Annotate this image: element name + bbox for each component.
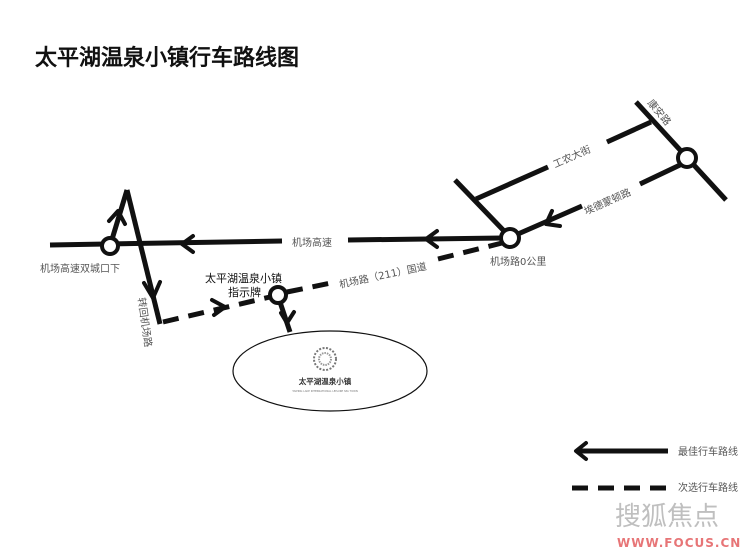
label-airport-exit: 机场高速双城口下 [40, 262, 120, 275]
arrow-right-icon [210, 298, 227, 317]
label-airport-road-0km: 机场路0公里 [490, 255, 546, 268]
node-airport-road-0km [499, 227, 521, 249]
label-airport-expressway: 机场高速 [292, 236, 332, 249]
resort-logo-icon [313, 347, 337, 371]
node-airport-exit [100, 236, 120, 256]
sign-node: 太平湖温泉小镇 指示牌 [205, 271, 296, 333]
legend-alt-route: 次选行车路线 [678, 481, 738, 494]
node-kangan-edmonton [676, 147, 698, 169]
airport-road-0km: 机场路0公里 [453, 178, 546, 268]
arrow-down-left-icon [544, 209, 562, 228]
watermark-brand: 搜狐焦点 [615, 502, 719, 532]
exit-loop: 机场高速双城口下 转回机场路 [40, 189, 163, 348]
arrow-down-icon [279, 310, 296, 325]
label-edmonton-road: 埃德蒙顿路 [582, 186, 633, 218]
watermark: 搜狐焦点 WWW.FOCUS.CN [615, 502, 741, 550]
airport-expressway: 机场高速 [49, 229, 503, 254]
label-return-airport-road: 转回机场路 [135, 297, 155, 348]
arrow-up-icon [107, 209, 127, 226]
destination-area [232, 330, 428, 412]
label-airport-road-211: 机场路（211）国道 [338, 260, 428, 291]
destination: 太平湖温泉小镇 TAIPING LAKE INTERNATIONAL LEISU… [232, 330, 428, 412]
label-sign-line2: 指示牌 [228, 285, 261, 299]
destination-name: 太平湖温泉小镇 [299, 376, 352, 386]
gongnong-street: 工农大街 [474, 119, 653, 202]
kangan-road: 康安路 [634, 97, 728, 202]
arrow-down-icon [142, 280, 162, 300]
label-gongnong-street: 工农大街 [551, 143, 593, 171]
node-sign [268, 285, 288, 305]
watermark-url: WWW.FOCUS.CN [617, 536, 741, 550]
arrow-left-icon [424, 229, 439, 249]
arrow-left-icon [574, 441, 588, 461]
arrow-left-icon [180, 234, 195, 254]
edmonton-road: 埃德蒙顿路 [516, 147, 698, 237]
map-title: 太平湖温泉小镇行车路线图 [35, 45, 299, 71]
legend-best-route: 最佳行车路线 [678, 445, 738, 458]
destination-subtitle: TAIPING LAKE INTERNATIONAL LEISURE SPA T… [292, 389, 358, 393]
legend: 最佳行车路线 次选行车路线 [572, 441, 738, 494]
label-sign-line1: 太平湖温泉小镇 [205, 271, 282, 285]
